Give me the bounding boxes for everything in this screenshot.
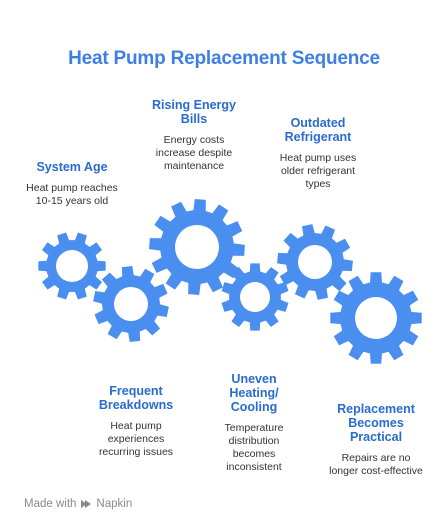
- step-description: Heat pump reaches 10-15 years old: [26, 182, 118, 207]
- napkin-logo-icon: [81, 500, 92, 508]
- step-frequent-breakdowns: Frequent Breakdowns Heat pump experience…: [88, 384, 184, 459]
- step-heading: Replacement Becomes Practical: [337, 402, 415, 444]
- step-heading: Uneven Heating/ Cooling: [229, 372, 279, 414]
- step-rising-energy-bills: Rising Energy Bills Energy costs increas…: [146, 98, 242, 173]
- footer-brand: Napkin: [96, 498, 133, 510]
- gear-icon-1: [38, 232, 106, 300]
- step-uneven-heating-cooling: Uneven Heating/ Cooling Temperature dist…: [206, 372, 302, 474]
- step-replacement-practical: Replacement Becomes Practical Repairs ar…: [326, 402, 426, 478]
- step-outdated-refrigerant: Outdated Refrigerant Heat pump uses olde…: [270, 116, 366, 191]
- step-heading: Frequent Breakdowns: [98, 384, 174, 412]
- gear-icon-6: [330, 272, 422, 364]
- gear-icon-3: [149, 199, 245, 295]
- step-description: Heat pump experiences recurring issues: [98, 420, 174, 458]
- footer-made-with: Made with: [24, 498, 77, 510]
- gear-icon-2: [93, 266, 169, 342]
- gear-icon-5: [277, 224, 353, 300]
- step-description: Energy costs increase despite maintenanc…: [155, 134, 233, 172]
- step-description: Repairs are no longer cost-effective: [329, 452, 423, 477]
- page-title: Heat Pump Replacement Sequence: [68, 48, 380, 69]
- step-description: Temperature distribution becomes inconsi…: [224, 422, 284, 473]
- step-heading: Outdated Refrigerant: [284, 116, 352, 144]
- footer: Made with Napkin: [24, 498, 132, 510]
- step-description: Heat pump uses older refrigerant types: [279, 152, 357, 190]
- step-heading: System Age: [36, 160, 108, 174]
- gear-icon-4: [221, 263, 289, 331]
- step-heading: Rising Energy Bills: [151, 98, 237, 126]
- step-system-age: System Age Heat pump reaches 10-15 years…: [22, 160, 122, 208]
